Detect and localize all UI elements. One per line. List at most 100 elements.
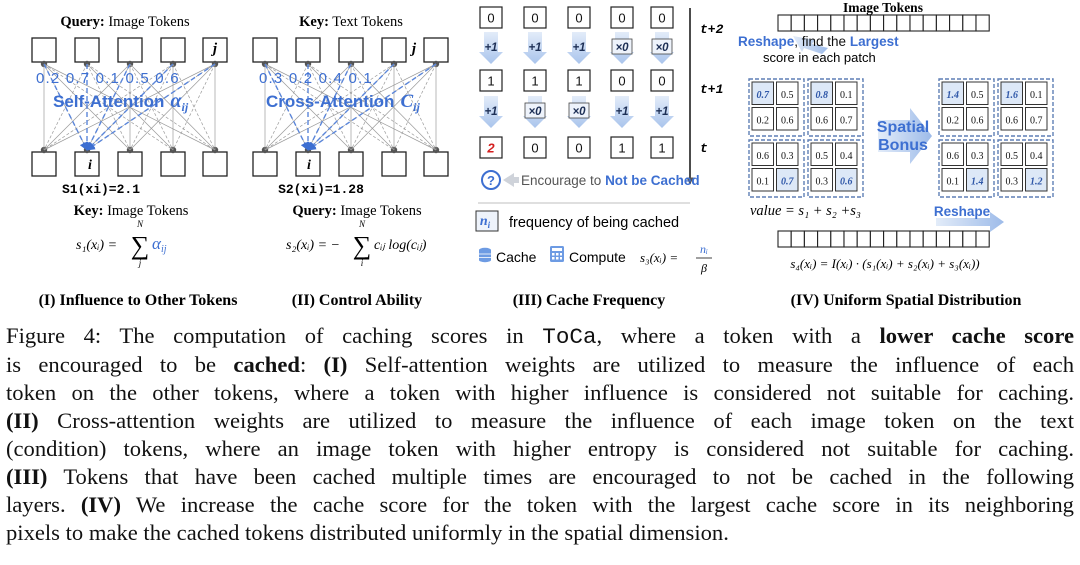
token-cell (843, 230, 858, 248)
grid-cell-value: 2 (486, 141, 495, 156)
score-value: 1.2 (1030, 177, 1043, 188)
gray-line (350, 63, 395, 151)
score-value: 0.6 (816, 116, 829, 127)
token-cell (909, 14, 924, 32)
gray-line (172, 63, 216, 151)
op-label: +1 (484, 106, 497, 118)
compute-label: Compute (569, 249, 626, 265)
score-value: 0.2 (757, 116, 770, 127)
p1-top-token-1 (74, 37, 100, 63)
patch-outline (938, 78, 995, 137)
spatial-bonus-line2: Bonus (878, 137, 928, 154)
panel2-j-label: j (410, 41, 417, 57)
grid-cell (523, 136, 547, 159)
gray-line (350, 63, 437, 151)
question-mark: ? (487, 173, 495, 188)
gray-line (393, 63, 437, 151)
panel2-sum-top: N (358, 219, 366, 229)
gray-line (43, 63, 88, 151)
panel1-sum-top: N (136, 219, 144, 229)
gray-line (350, 63, 395, 151)
token-cell (909, 230, 924, 248)
op-label: ×0 (572, 106, 586, 118)
panel-influence: Query: Image Tokens j 0.2 0.7 0.1 0.5 0.… (31, 14, 238, 309)
panel1-i-label: i (88, 158, 92, 173)
blue-attention-line (307, 63, 352, 151)
score-cell (835, 107, 858, 131)
panel3-caption: (III) Cache Frequency (513, 292, 666, 309)
score-cell (810, 168, 833, 192)
score-value: 0.6 (840, 177, 853, 188)
p2-bot-token-0 (252, 151, 278, 177)
score-cell (941, 142, 964, 166)
max-cell (941, 81, 964, 105)
gray-line (129, 63, 174, 151)
panel1-attention-lines (43, 63, 216, 151)
legend-n-symbol: ni (480, 214, 491, 230)
figure-caption: Figure 4: The computation of caching sco… (6, 322, 1074, 547)
down-arrow (650, 96, 674, 128)
panel3-time-t: t (700, 141, 708, 156)
encourage-text: Encourage to Not be Cached (521, 173, 700, 188)
panel4-token-strip-top (777, 14, 990, 32)
token-cell (843, 14, 858, 32)
token-cell (830, 230, 845, 248)
token-cell (922, 230, 937, 248)
p1-top-token-3 (160, 37, 186, 63)
s3-numerator: nᵢ (700, 242, 708, 256)
legend-n-text: frequency of being cached (509, 215, 679, 231)
grid-cell (567, 6, 591, 29)
panel1-caption: (I) Influence to Other Tokens (39, 292, 238, 309)
p1-bot-token-0 (31, 151, 57, 177)
grid-cell-value: 0 (618, 74, 625, 89)
p2-bot-token-3 (381, 151, 407, 177)
score-value: 0.3 (816, 177, 829, 188)
token-cell (975, 14, 990, 32)
grid-cell (610, 69, 634, 92)
token-cell (883, 14, 898, 32)
down-arrow (523, 32, 547, 64)
panel1-sum-bottom: j (138, 258, 142, 268)
panel3-time-t2: t+2 (700, 22, 724, 37)
down-arrow (567, 32, 591, 64)
token-cell (896, 230, 911, 248)
score-cell (1000, 168, 1023, 192)
token-cell (830, 14, 845, 32)
panel2-attention-lines (264, 63, 437, 151)
score-cell (941, 107, 964, 131)
op-label: ×0 (615, 42, 629, 54)
p2-bot-token-2 (338, 151, 364, 177)
score-value: 0.7 (840, 116, 853, 127)
grid-cell (567, 136, 591, 159)
grid-cell-value: 0 (531, 141, 538, 156)
max-cell (966, 168, 989, 192)
down-arrow (479, 32, 503, 64)
blue-attention-line (264, 63, 309, 151)
gray-line (264, 63, 309, 151)
score-value: 0.6 (971, 116, 984, 127)
p1-top-token-4 (202, 37, 228, 63)
panel2-sum-symbol: ∑ (353, 231, 372, 260)
gray-line (307, 63, 352, 151)
max-cell (1025, 168, 1048, 192)
grid-cell (479, 136, 503, 159)
p1-bot-token-3 (160, 151, 186, 177)
score-cell (776, 81, 799, 105)
patch-outline (748, 139, 805, 198)
max-cell (776, 168, 799, 192)
score-value: 0.3 (971, 151, 984, 162)
blue-attention-line (86, 63, 216, 151)
panel1-formula-term: αij (152, 234, 167, 255)
score-cell (1000, 142, 1023, 166)
panel2-image-tokens (252, 146, 449, 177)
max-cell (835, 168, 858, 192)
score-cell (1025, 142, 1048, 166)
grid-cell (567, 69, 591, 92)
panel-spatial: Image Tokens Reshape, find the Largest s… (738, 0, 1054, 309)
op-label: ×0 (528, 106, 542, 118)
multiply-box (611, 38, 633, 55)
reshape-arrow-2 (936, 212, 1004, 232)
panel2-i-label: i (307, 158, 311, 173)
grid-cell (523, 69, 547, 92)
grid-cell (523, 6, 547, 29)
